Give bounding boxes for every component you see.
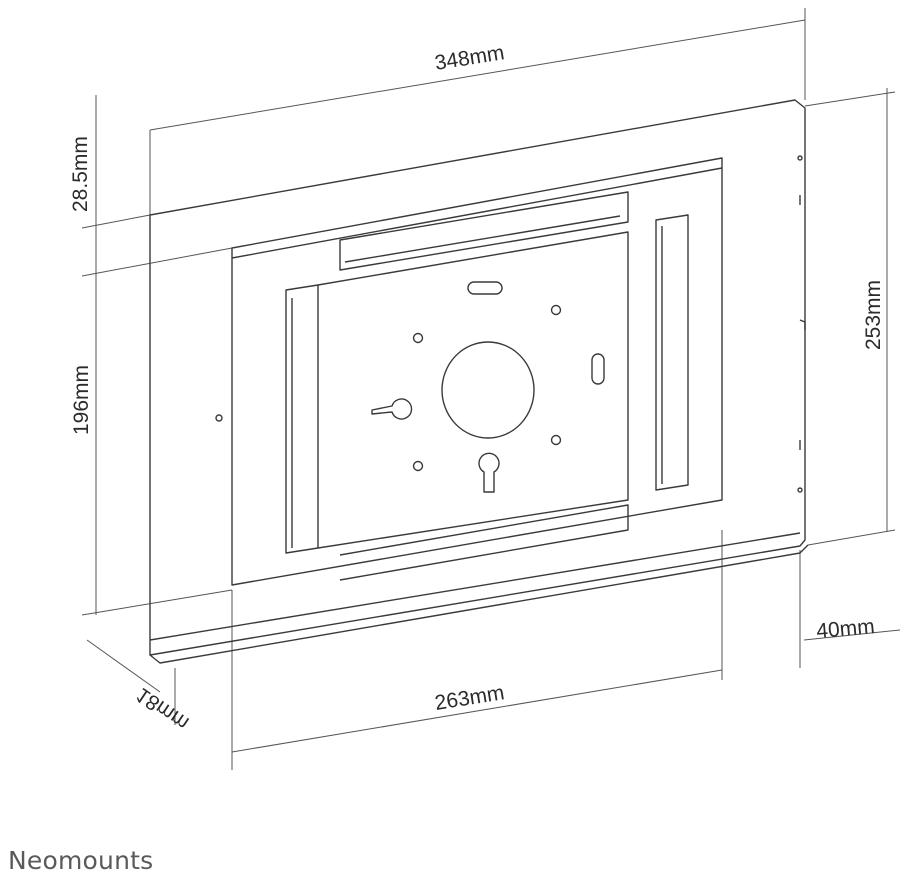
label-screen-height: 196mm bbox=[70, 365, 93, 435]
left-bar bbox=[285, 284, 319, 554]
plate-outline bbox=[149, 99, 806, 656]
dim-line-screen-width bbox=[231, 669, 723, 753]
dim-line-total-width bbox=[149, 19, 806, 131]
slot-hole-vertical bbox=[591, 353, 605, 385]
side-hole bbox=[797, 487, 803, 493]
wall-plate bbox=[149, 99, 809, 664]
mount-hole bbox=[412, 460, 424, 472]
brand-logo-text: Neomounts bbox=[8, 846, 154, 875]
plate-hole bbox=[215, 414, 223, 422]
label-screen-width: 263mm bbox=[433, 681, 506, 715]
keyhole-bottom bbox=[478, 452, 500, 493]
dimension-labels: 348mm 28.5mm 196mm 253mm 263mm 40mm 18mm bbox=[69, 41, 885, 734]
screen-opening bbox=[231, 157, 723, 586]
label-top-margin: 28.5mm bbox=[69, 136, 92, 212]
mount-hole bbox=[550, 304, 562, 316]
label-bottom-depth: 40mm bbox=[815, 615, 875, 643]
right-bar bbox=[655, 214, 689, 491]
top-slot bbox=[339, 191, 629, 271]
label-total-width: 348mm bbox=[433, 41, 506, 75]
label-total-height: 253mm bbox=[862, 280, 885, 350]
center-hole bbox=[441, 341, 535, 439]
keyhole-left bbox=[371, 398, 413, 420]
dim-line-thickness bbox=[86, 639, 161, 693]
mount-hole bbox=[412, 332, 424, 344]
mount-hole bbox=[550, 434, 562, 446]
label-thickness: 18mm bbox=[132, 683, 193, 735]
side-hole bbox=[797, 155, 803, 161]
dimension-lines bbox=[81, 8, 901, 770]
slot-hole bbox=[467, 281, 503, 295]
